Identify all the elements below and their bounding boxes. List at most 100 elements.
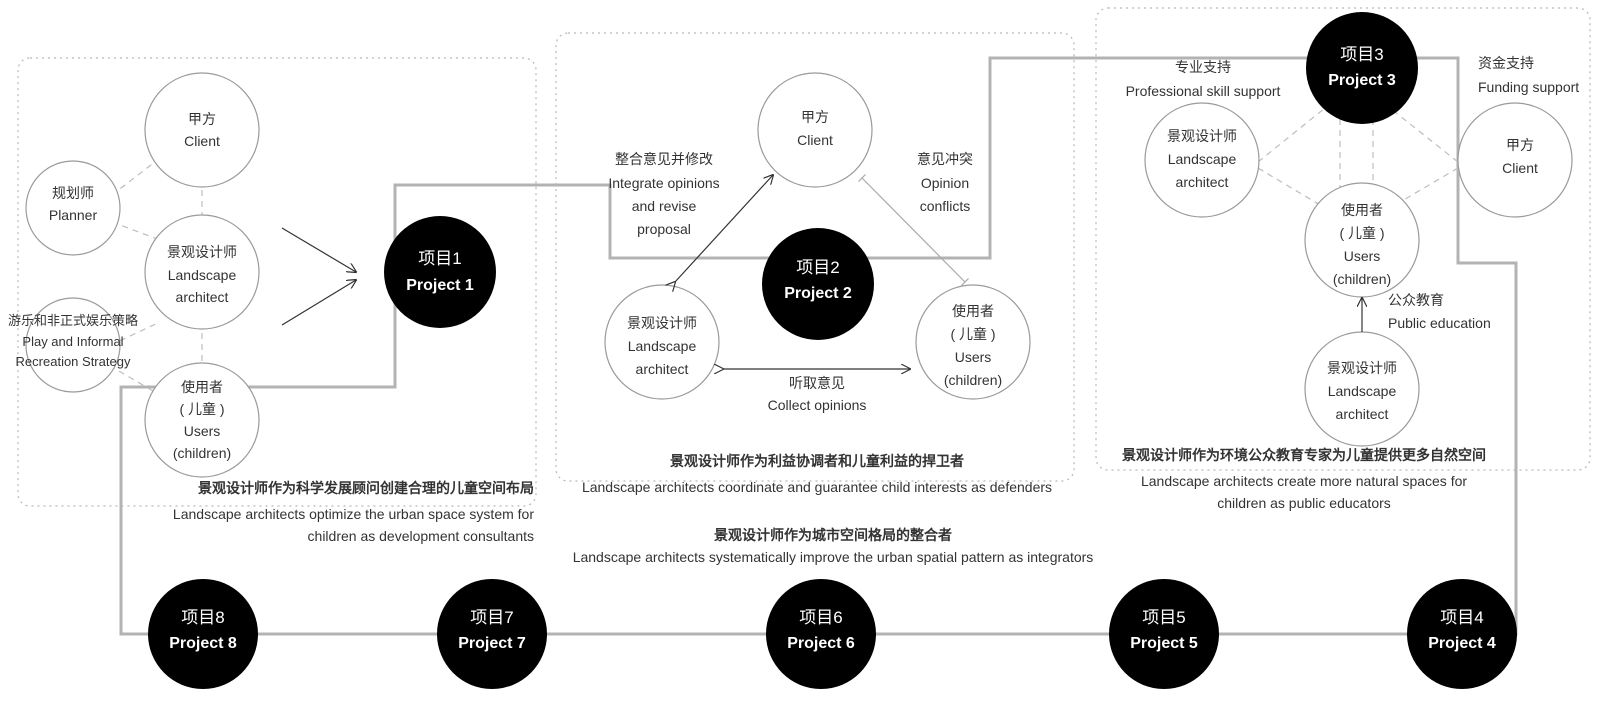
project-3-circle: [1306, 12, 1418, 124]
architect-node: [604, 284, 720, 400]
integrator-caption-en: Landscape architects systematically impr…: [573, 549, 1094, 565]
connector-line: [111, 157, 161, 196]
integrate-label-en3: proposal: [637, 221, 691, 237]
architect-label-en2: architect: [636, 361, 689, 377]
panel-1-caption-en2: children as development consultants: [308, 528, 534, 544]
architect-top-label-en1: Landscape: [1168, 151, 1237, 167]
conflict-label-zh: 意见冲突: [917, 151, 973, 167]
project-3: 项目3 Project 3: [1306, 12, 1418, 124]
project-4: 项目4 Project 4: [1407, 579, 1517, 689]
planner-node: [25, 160, 121, 256]
architect-label-en1: Landscape: [628, 338, 697, 354]
project-8-label-en: Project 8: [169, 635, 237, 652]
panel-3-frame: [1095, 7, 1591, 471]
skill-label-zh: 专业支持: [1175, 59, 1231, 75]
strategy-label-zh: 游乐和非正式娱乐策略: [8, 313, 138, 328]
project-8: 项目8 Project 8: [148, 579, 258, 689]
users-label-en2: (children): [1333, 271, 1391, 287]
client-label-en: Client: [184, 133, 220, 149]
client-label-en: Client: [1502, 160, 1538, 176]
project-8-label-zh: 项目8: [181, 608, 224, 627]
project-1-label-en: Project 1: [406, 277, 474, 294]
project-5-label-zh: 项目5: [1142, 608, 1185, 627]
panel-3-caption-en1: Landscape architects create more natural…: [1141, 473, 1467, 489]
funding-label-en: Funding support: [1478, 79, 1579, 95]
integrate-arrow: [675, 175, 773, 282]
client-label-en: Client: [797, 132, 833, 148]
conflict-label-en2: conflicts: [920, 198, 971, 214]
users-label-en2: (children): [944, 372, 1002, 388]
project-2: 项目2 Project 2: [762, 228, 874, 340]
collect-label-en: Collect opinions: [768, 397, 867, 413]
panel-2-frame: [555, 32, 1075, 482]
panel-1-frame: [17, 57, 537, 507]
project-8-circle: [148, 579, 258, 689]
architect-bottom-label-zh: 景观设计师: [1327, 360, 1397, 376]
connector-line: [111, 221, 161, 241]
users-label-zh2: ( 儿童 ): [1339, 225, 1384, 241]
project-6-label-zh: 项目6: [799, 608, 842, 627]
panel-3-caption-zh: 景观设计师作为环境公众教育专家为儿童提供更多自然空间: [1122, 447, 1486, 463]
users-label-en1: Users: [955, 349, 992, 365]
users-label-zh: 使用者: [1341, 202, 1383, 218]
project-6: 项目6 Project 6: [766, 579, 876, 689]
connector-line: [1394, 167, 1459, 206]
architect-label-en2: architect: [176, 289, 229, 305]
planner-label-zh: 规划师: [52, 185, 94, 201]
client-label-zh: 甲方: [188, 111, 216, 127]
connector-line: [1257, 167, 1321, 206]
project-2-label-zh: 项目2: [796, 258, 839, 277]
client-node: [144, 72, 260, 188]
architect-top-label-en2: architect: [1176, 174, 1229, 190]
users-label-zh: 使用者: [181, 379, 223, 395]
project-7: 项目7 Project 7: [437, 579, 547, 689]
arrow-to-project-1: [281, 227, 356, 272]
architect-top-node: [1144, 102, 1260, 218]
project-7-label-zh: 项目7: [470, 608, 513, 627]
integrate-label-en2: and revise: [632, 198, 697, 214]
project-2-label-en: Project 2: [784, 285, 852, 302]
project-2-circle: [762, 228, 874, 340]
project-4-circle: [1407, 579, 1517, 689]
panel-2-caption-zh: 景观设计师作为利益协调者和儿童利益的捍卫者: [670, 453, 964, 469]
architect-bottom-label-en2: architect: [1336, 406, 1389, 422]
project-3-label-en: Project 3: [1328, 72, 1396, 89]
funding-label-zh: 资金支持: [1478, 55, 1534, 71]
panel-1-caption-en1: Landscape architects optimize the urban …: [173, 506, 534, 522]
project-4-label-zh: 项目4: [1440, 608, 1483, 627]
client-node: [757, 72, 873, 188]
architect-label-zh: 景观设计师: [167, 244, 237, 260]
client-label-zh: 甲方: [801, 109, 829, 125]
conflict-line: [858, 174, 969, 286]
panel-2: 甲方 Client 景观设计师 Landscape architect 使用者 …: [582, 72, 1052, 495]
project-1: 项目1 Project 1: [384, 216, 496, 328]
users-label-zh2: ( 儿童 ): [179, 401, 224, 417]
panel-3-caption-en2: children as public educators: [1217, 495, 1391, 511]
strategy-node: [25, 297, 121, 393]
collect-label-zh: 听取意见: [789, 375, 845, 391]
strategy-label-en1: Play and Informal: [22, 334, 123, 349]
panel-3: 景观设计师 Landscape architect 甲方 Client 使用者 …: [1122, 55, 1579, 511]
project-6-label-en: Project 6: [787, 635, 855, 652]
project-7-label-en: Project 7: [458, 635, 526, 652]
strategy-label-en2: Recreation Strategy: [16, 354, 131, 369]
education-label-en: Public education: [1388, 315, 1491, 331]
users-label-en1: Users: [184, 423, 221, 439]
users-node: [144, 362, 260, 478]
conflict-label-en1: Opinion: [921, 175, 969, 191]
architect-bottom-label-en1: Landscape: [1328, 383, 1397, 399]
panel-1: 甲方 Client 规划师 Planner 景观设计师 Landscape ar…: [8, 72, 534, 544]
integrate-label-en1: Integrate opinions: [608, 175, 719, 191]
users-label-en2: (children): [173, 445, 231, 461]
project-4-label-en: Project 4: [1428, 635, 1496, 652]
integrator-caption-zh: 景观设计师作为城市空间格局的整合者: [714, 527, 952, 543]
project-1-circle: [384, 216, 496, 328]
users-label-zh2: ( 儿童 ): [950, 326, 995, 342]
project-3-label-zh: 项目3: [1340, 45, 1383, 64]
architect-node: [144, 214, 260, 330]
connector-line: [1389, 107, 1459, 163]
project-1-label-zh: 项目1: [418, 249, 461, 268]
architect-top-label-zh: 景观设计师: [1167, 128, 1237, 144]
planner-label-en: Planner: [49, 207, 98, 223]
